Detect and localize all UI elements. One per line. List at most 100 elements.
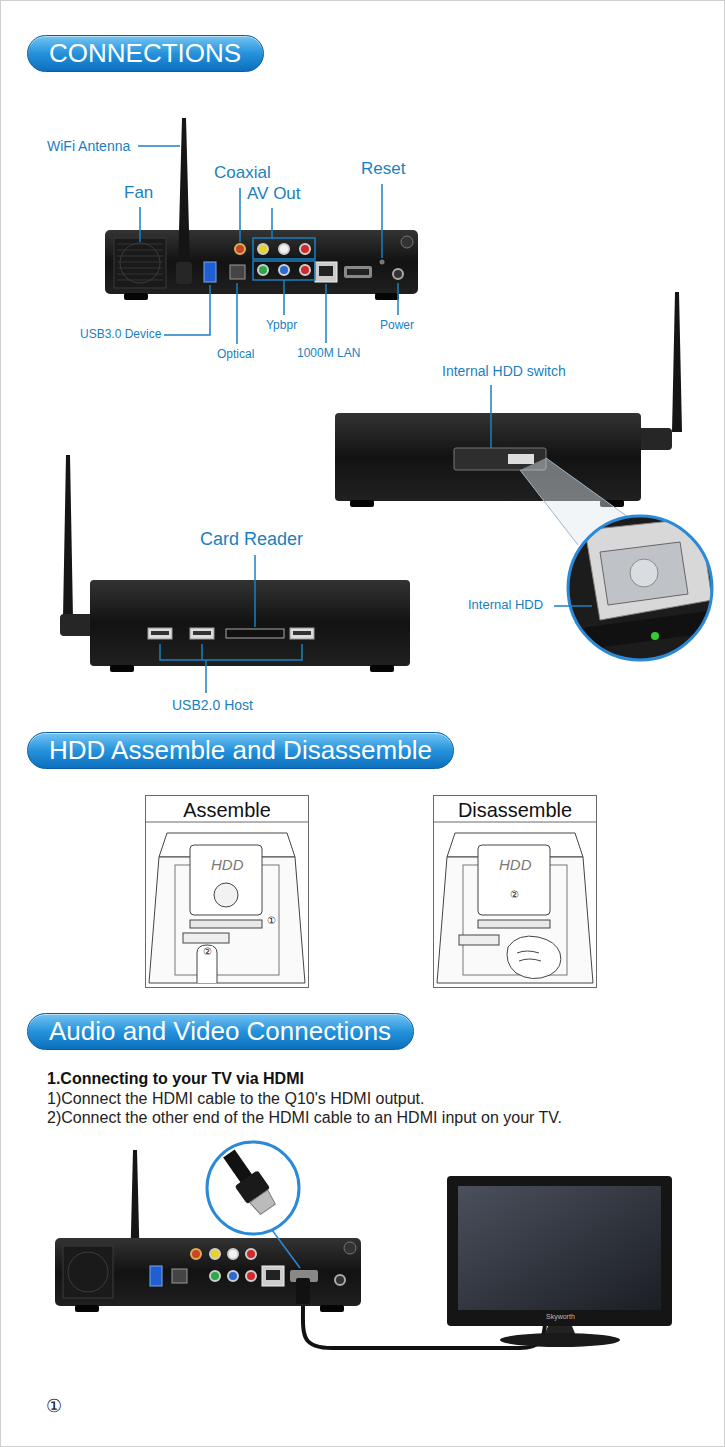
player-front-view: [226, 629, 284, 638]
player-rear-view: [300, 244, 310, 254]
player-rear-view: [120, 243, 160, 283]
player-rear-view: [228, 1249, 238, 1259]
player-rear-view: [210, 1271, 220, 1281]
player-front-view: [90, 580, 410, 666]
player-front-view: [370, 665, 394, 672]
player-rear-view: [117, 244, 163, 245]
callout-label: Power: [380, 319, 414, 333]
player-rear-view: [258, 265, 268, 275]
player-rear-view: [230, 265, 245, 279]
player-side-view: [546, 458, 628, 517]
player-side-view: [585, 518, 712, 620]
player-rear-view: [105, 230, 418, 294]
hdmi-plug-zoom: [217, 1146, 279, 1218]
callout-label: Coaxial: [214, 163, 271, 183]
disassemble-drawing: [459, 935, 499, 945]
disassemble-drawing: [478, 845, 550, 915]
callout-label: USB2.0 Host: [172, 697, 253, 713]
player-rear-view: [320, 1305, 344, 1312]
part-label: HDD: [211, 856, 244, 873]
callout-label: USB3.0 Device: [80, 328, 161, 342]
assemble-drawing: [190, 845, 262, 915]
player-rear-view: [393, 269, 403, 279]
player-rear-view: [114, 238, 166, 288]
disassemble-drawing: [507, 936, 561, 978]
player-front-view: [293, 631, 311, 635]
player-side-view: [508, 454, 534, 464]
leader-line: [271, 208, 273, 238]
player-rear-view: [344, 1242, 356, 1254]
callout-label: Reset: [361, 159, 405, 179]
player-rear-view: [176, 262, 192, 284]
callout-label: Fan: [124, 183, 153, 203]
callout-label: 1000M LAN: [297, 347, 360, 361]
callout-label: Optical: [217, 348, 254, 362]
player-side-view: [566, 610, 716, 652]
player-side-view: [672, 292, 682, 432]
hdmi-plug-zoom: [272, 1230, 300, 1268]
instruction-text: 2)Connect the other end of the HDMI cabl…: [47, 1109, 562, 1127]
player-rear-view: [344, 266, 372, 278]
leader-line: [138, 145, 180, 147]
player-rear-view: [279, 244, 289, 254]
player-rear-view: [266, 1270, 280, 1280]
disassemble-drawing: [433, 822, 597, 983]
figure-panel: Assemble: [145, 795, 309, 988]
player-rear-view: [401, 236, 413, 248]
player-rear-view: [228, 1271, 238, 1281]
hdmi-plug-zoom: [207, 1142, 300, 1268]
callout-label: AV Out: [247, 184, 301, 204]
leader-line: [554, 605, 592, 607]
player-side-view: [636, 428, 672, 450]
section-title: HDD Assemble and Disassemble: [49, 735, 432, 766]
disassemble-drawing: [517, 951, 541, 961]
step-number: ①: [266, 915, 277, 927]
leader-line: [283, 280, 285, 315]
player-rear-view: [117, 256, 163, 257]
player-rear-view: [178, 118, 190, 268]
callout-label: WiFi Antenna: [47, 138, 130, 154]
leader-line: [397, 283, 399, 315]
player-rear-view: [300, 265, 310, 275]
player-rear-view: [150, 1266, 162, 1286]
player-side-view: [335, 413, 641, 501]
player-rear-view: [319, 266, 333, 276]
step-number: ②: [509, 889, 520, 901]
assemble-drawing: [214, 883, 238, 907]
player-front-view: [290, 628, 314, 639]
player-side-view: [350, 500, 374, 507]
player-side-view: [600, 542, 688, 605]
player-rear-view: [246, 1271, 256, 1281]
leader-line: [490, 385, 492, 448]
player-front-view: [190, 628, 214, 639]
player-front-view: [151, 631, 169, 635]
player-rear-view: [315, 262, 337, 282]
part-label: HDD: [499, 856, 532, 873]
player-front-view: [148, 628, 172, 639]
leader-line: [253, 238, 315, 259]
section-title: Audio and Video Connections: [49, 1016, 391, 1047]
leader-line: [138, 146, 398, 344]
brand-label: Skyworth: [546, 1313, 575, 1321]
leader-line: [164, 285, 210, 335]
player-rear-view: [262, 1266, 284, 1286]
step-heading: 1.Connecting to your TV via HDMI: [47, 1070, 304, 1088]
section-header: CONNECTIONS: [27, 35, 264, 72]
disassemble-drawing: [478, 920, 550, 928]
player-side-view: [651, 632, 659, 640]
player-side-view: [568, 516, 712, 660]
player-side-view: [630, 559, 658, 587]
player-rear-view: [258, 244, 268, 254]
leader-line: [381, 184, 383, 258]
leader-line: [253, 261, 315, 280]
assemble-drawing: [145, 822, 309, 823]
leader-line: [160, 644, 302, 660]
player-front-view: [110, 665, 134, 672]
player-front-view: [60, 614, 94, 636]
hdmi-plug-zoom: [250, 1190, 277, 1216]
